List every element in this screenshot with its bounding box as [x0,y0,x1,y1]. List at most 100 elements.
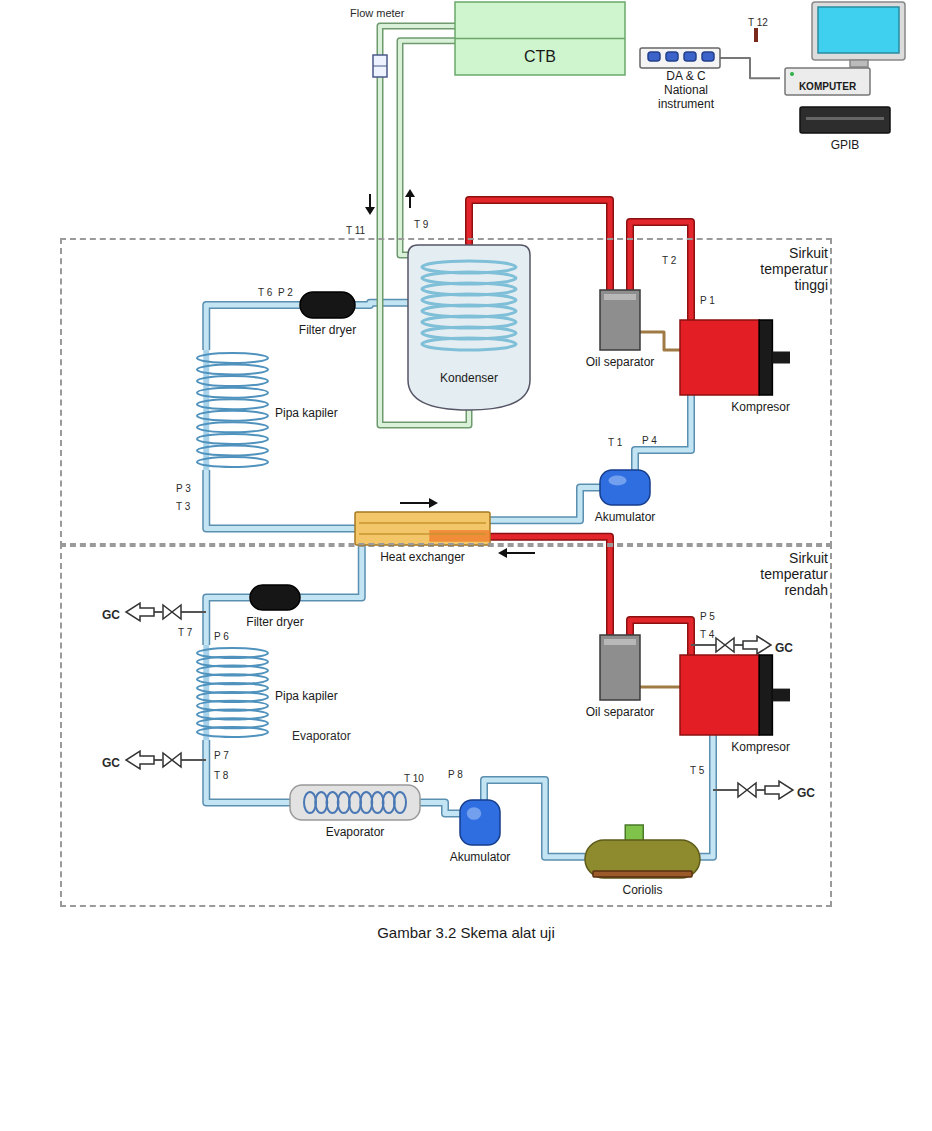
label-slot: P 1 [700,290,715,308]
accumulator-shape-part [600,470,650,505]
refrigerant-pipe [300,545,362,598]
circuit-heading: Sirkuit temperatur rendah [752,550,830,598]
compressor: Kompresor [680,320,790,395]
flow-direction-arrow-part [409,196,411,208]
filter-dryer: Filter dryer [250,585,300,610]
label-slot: DA & C National instrument [652,70,720,112]
compressor-shape [680,655,790,735]
label-slot: Evaporator [292,726,351,744]
daq-unit-shape-part [666,52,678,61]
computer-shape-part [785,68,870,95]
capillary-tube-shape-part [197,422,268,432]
evaporator-shape-part [394,792,406,813]
capillary-tube-shape-part [197,445,268,455]
condenser: Kondenser [408,245,530,410]
sensor-tag: T 5 [690,765,704,777]
capillary-tube-shape-part [197,388,268,398]
label-slot: GC [102,753,120,771]
label-slot: T 1 [608,432,622,450]
computer-shape-part [850,60,868,67]
refrigerant-pipe-part [300,545,362,598]
refrigerant-pipe-part [700,735,713,857]
sensor-tag: T 2 [662,255,676,267]
refrigerant-pipe-part [206,740,290,803]
component-label: Evaporator [326,826,385,840]
part-label: GC [775,642,793,656]
hx-flow-arrow-part [506,552,535,554]
part-label: GC [797,787,815,801]
accumulator: Akumulator [460,800,500,845]
label-slot: T 8 [214,765,228,783]
refrigerant-pipe-part [206,740,290,803]
filter-dryer-shape [250,585,300,610]
gpib-unit-shape-part [800,107,890,133]
component-label: Kompresor [731,741,790,755]
label-slot: P 3 [176,478,191,496]
compressor: Kompresor [680,655,790,735]
gc-valve [713,781,793,799]
capillary-tube-shape-part [197,434,268,444]
component-label: CTB [524,48,556,66]
sensor-tag: P 4 [642,435,657,447]
label-slot: Sirkuit temperatur tinggi [752,245,830,294]
component-label: Pipa kapiler [275,407,338,421]
label-slot: GPIB [831,135,860,153]
flow-direction-arrow [365,189,415,215]
refrigerant-pipe-part [700,735,713,857]
label-slot: Filter dryer [246,612,303,630]
circuit-region: Sirkuit temperatur rendahFilter dryerPip… [62,545,830,905]
filter-dryer-shape [300,292,355,318]
component-label: KOMPUTER [799,81,856,93]
sensor-tag: P 3 [176,483,191,495]
label-slot: P 4 [642,430,657,448]
label-slot: T 6 [258,282,272,300]
oil-return-line [640,687,680,688]
label-slot: P 5 [700,606,715,624]
coriolis-meter-shape [585,825,700,878]
label-slot: T 9 [414,214,428,232]
component-label: Filter dryer [299,324,356,338]
computer-shape-part [812,2,905,60]
signal-cable-part [720,58,780,78]
oil-separator-shape-part [600,635,640,700]
component-label: Heat exchanger [380,551,465,565]
daq-unit-shape-part [648,52,660,61]
accumulator-shape [460,800,500,845]
computer: KOMPUTER [780,2,905,95]
component-label: Akumulator [595,511,656,525]
component-label: Kondenser [440,372,498,386]
component-label: Filter dryer [246,616,303,630]
refrigerant-pipe [420,803,460,814]
label-slot: T 11 [346,220,365,238]
evaporator-shape-part [315,792,327,813]
refrigerant-pipe [490,537,610,635]
refrigerant-pipe-part [206,305,300,350]
sensor-tag: T 12 [748,17,768,29]
evaporator-shape-part [349,792,361,813]
coriolis-meter-shape-part [625,825,643,841]
gpib-unit-shape-part [806,117,884,120]
gc-valve [126,603,206,621]
flow-meter-symbol [373,55,387,77]
label-slot: Oil separator [586,352,655,370]
sensor-tag: T 6 [258,287,272,299]
label-slot: Kompresor [731,737,790,755]
part-label: Evaporator [292,730,351,744]
filter-dryer: Filter dryer [300,292,355,318]
oil-separator-shape [600,635,640,700]
sensor-tag: T 9 [414,219,428,231]
refrigerant-pipe-part [206,598,250,646]
refrigerant-pipe [206,305,300,350]
component-label: Akumulator [450,851,511,865]
coriolis-meter-shape-part [585,840,700,878]
label-slot: P 7 [214,745,229,763]
refrigerant-pipe-part [206,470,355,529]
refrigerant-pipe-part [490,537,610,635]
capillary-tube-shape-part [197,353,268,363]
evaporator-shape-part [290,785,420,820]
compressor-shape-part [772,352,790,364]
sensor-tag: T 11 [346,225,365,237]
condenser-shape-part [422,338,516,350]
refrigerant-pipe-part [490,488,600,521]
